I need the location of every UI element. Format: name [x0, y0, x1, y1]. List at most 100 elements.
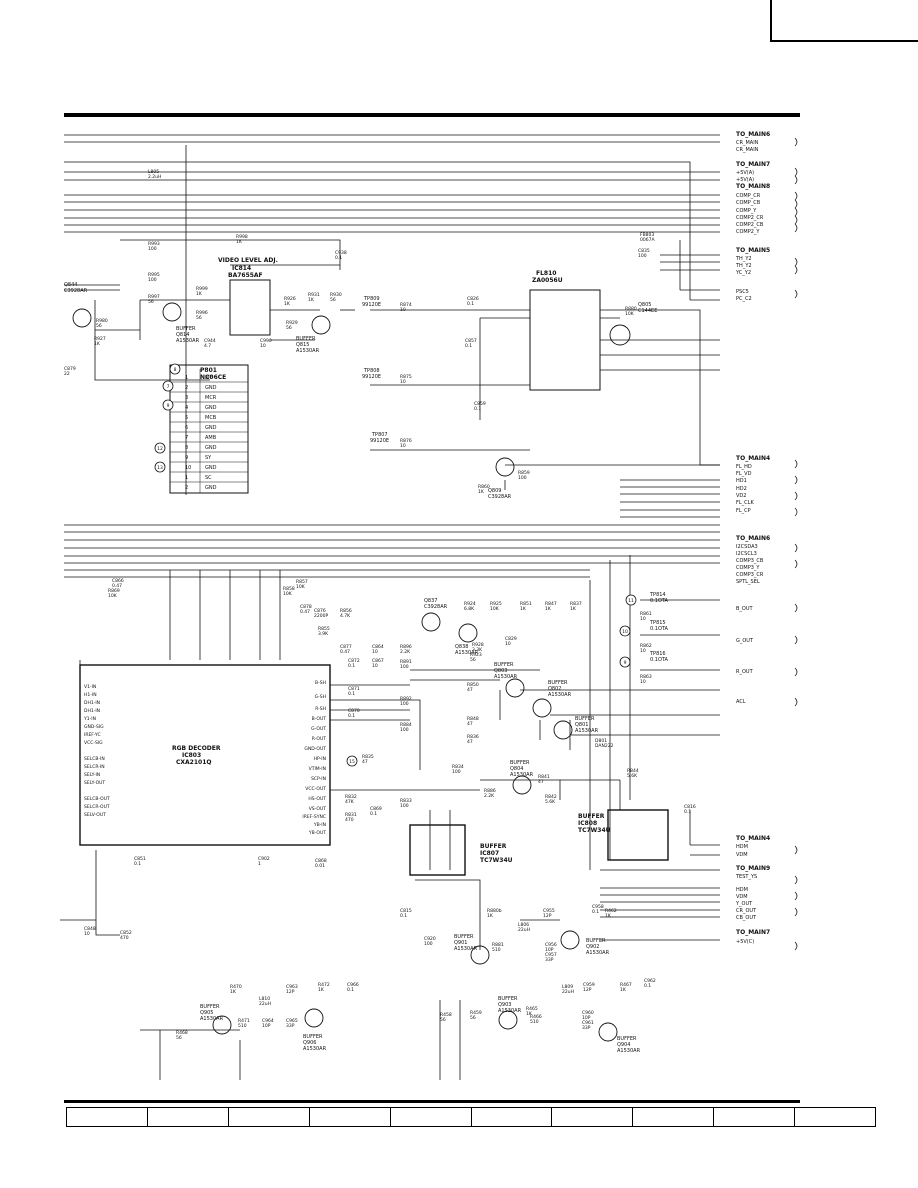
- circle-ref: 9: [624, 660, 627, 666]
- component-value: 100: [400, 664, 409, 670]
- component-ref: C870: [348, 708, 360, 714]
- component-value: 4.7K: [340, 613, 351, 619]
- component-ref: R837: [570, 601, 582, 607]
- component-ref: C815: [400, 908, 412, 914]
- component-ref: R458: [440, 1012, 452, 1018]
- component-value: 12P: [583, 987, 592, 993]
- component-ref: R923: [470, 652, 482, 658]
- ic814-title: VIDEO LEVEL ADJ.: [218, 257, 278, 264]
- component-value: 0.1: [134, 861, 141, 867]
- component-ref: R836: [467, 734, 479, 740]
- transistor-part: A1530AR: [510, 772, 534, 778]
- component-ref: R930: [330, 292, 342, 298]
- p801-pin-num: 2: [185, 385, 188, 391]
- component-ref: C902: [258, 856, 270, 862]
- component-ref: R459: [470, 1010, 482, 1016]
- pin-label: COMP2_CB: [736, 222, 764, 228]
- component-value: 0067A: [640, 237, 655, 243]
- component-ref: R861: [640, 611, 652, 617]
- ic803-pin: DH1-IN: [84, 708, 100, 714]
- transistor-ref: Q904: [617, 1042, 630, 1048]
- component-value: 0.1: [592, 909, 599, 915]
- transistor-part: A1530AR: [296, 348, 320, 354]
- circle-ref: 9: [167, 403, 170, 409]
- component-ref: R863: [640, 674, 652, 680]
- component-value: 10: [400, 307, 406, 313]
- component-ref: C829: [505, 636, 517, 642]
- ic803-pin: HS-OUT: [308, 796, 326, 802]
- component-value: 56: [470, 657, 476, 663]
- pin-label: I2CSCL3: [736, 551, 757, 557]
- pin-label: COMP3_Y: [736, 565, 760, 571]
- ic803-pin: B-SH: [315, 680, 326, 686]
- ic803-pin: YB-OUT: [308, 830, 326, 836]
- transistor-ref: Q837: [424, 598, 437, 604]
- ic803-pin: YB-IN: [313, 822, 326, 828]
- ic803-pin: VCC-OUT: [305, 786, 326, 792]
- transistor-title: BUFFER: [200, 1004, 220, 1010]
- tp-ref: TP816: [649, 651, 666, 657]
- pin-label: COMP3_CR: [736, 572, 764, 578]
- transistor-part: A1530AR: [176, 338, 200, 344]
- component-value: 10: [400, 379, 406, 385]
- component-ref: C851: [134, 856, 146, 862]
- component-ref: L805: [148, 169, 159, 175]
- ic803-pin: G-SH: [315, 694, 326, 700]
- ic803-pin: VCC-SIG: [84, 740, 103, 746]
- pin-label: FL_HD: [736, 464, 752, 470]
- transistor-ref: Q803: [494, 668, 507, 674]
- component-value: 1K: [308, 297, 315, 303]
- component-ref: C869: [370, 806, 382, 812]
- component-ref: R929: [286, 320, 298, 326]
- component-ref: R928: [472, 642, 484, 648]
- ic803-pin: G-OUT: [311, 726, 326, 732]
- component-value: 6.8K: [464, 606, 475, 612]
- component-ref: R842: [545, 794, 557, 800]
- pin-label: COMP2_Y: [736, 229, 760, 235]
- tp-part: 0.1OTA: [650, 598, 669, 604]
- component-ref: R925: [490, 601, 502, 607]
- p801-pin-sig: GND: [205, 445, 217, 451]
- component-value: 470: [345, 817, 354, 823]
- component-value: 10P: [262, 1023, 271, 1029]
- component-ref: C826: [467, 296, 479, 302]
- component-value: 1K: [236, 239, 243, 245]
- pin-label: CB_OUT: [736, 915, 757, 921]
- pin-label: FL_CLK: [736, 500, 754, 506]
- component-ref: C938: [335, 250, 347, 256]
- component-ref: R891: [400, 659, 412, 665]
- component-ref: R471: [238, 1018, 250, 1024]
- component-value: 100: [424, 941, 433, 947]
- p801-pin-num: 3: [185, 395, 188, 401]
- transistor-part: C3928AR: [488, 494, 512, 500]
- transistor-part: A1530AR: [455, 650, 479, 656]
- component-ref: R833: [400, 798, 412, 804]
- component-ref: R472: [318, 982, 330, 988]
- pin-label: COMP2_CR: [736, 215, 764, 221]
- transistor-ref: Q906: [303, 1040, 316, 1046]
- component-value: 1K: [230, 989, 237, 995]
- transistor-title: BUFFER: [454, 934, 474, 940]
- component-value: 10: [640, 648, 646, 654]
- tp-ref: TP814: [649, 592, 666, 598]
- component-ref: C857: [465, 338, 477, 344]
- p801-pin-sig: GND: [205, 425, 217, 431]
- transistor-title: BUFFER: [176, 326, 196, 332]
- ic803-title: RGB DECODER: [172, 745, 221, 752]
- component-ref: R856: [340, 608, 352, 614]
- pin-label: SPTL_SEL: [736, 579, 760, 585]
- ic803-pin: SELCR-IN: [84, 764, 105, 770]
- component-ref: R995: [148, 272, 160, 278]
- component-value: 100: [518, 475, 527, 481]
- bottom-rule: [64, 1100, 800, 1103]
- component-value: 47: [467, 721, 473, 727]
- component-value: 1: [258, 861, 261, 867]
- component-value: 47K: [345, 799, 355, 805]
- ic803-part: CXA2101Q: [176, 759, 211, 766]
- component-ref: R859: [518, 470, 530, 476]
- component-ref: R884: [400, 722, 412, 728]
- pin-label: CR_OUT: [736, 908, 757, 914]
- component-value: 56: [176, 1035, 182, 1041]
